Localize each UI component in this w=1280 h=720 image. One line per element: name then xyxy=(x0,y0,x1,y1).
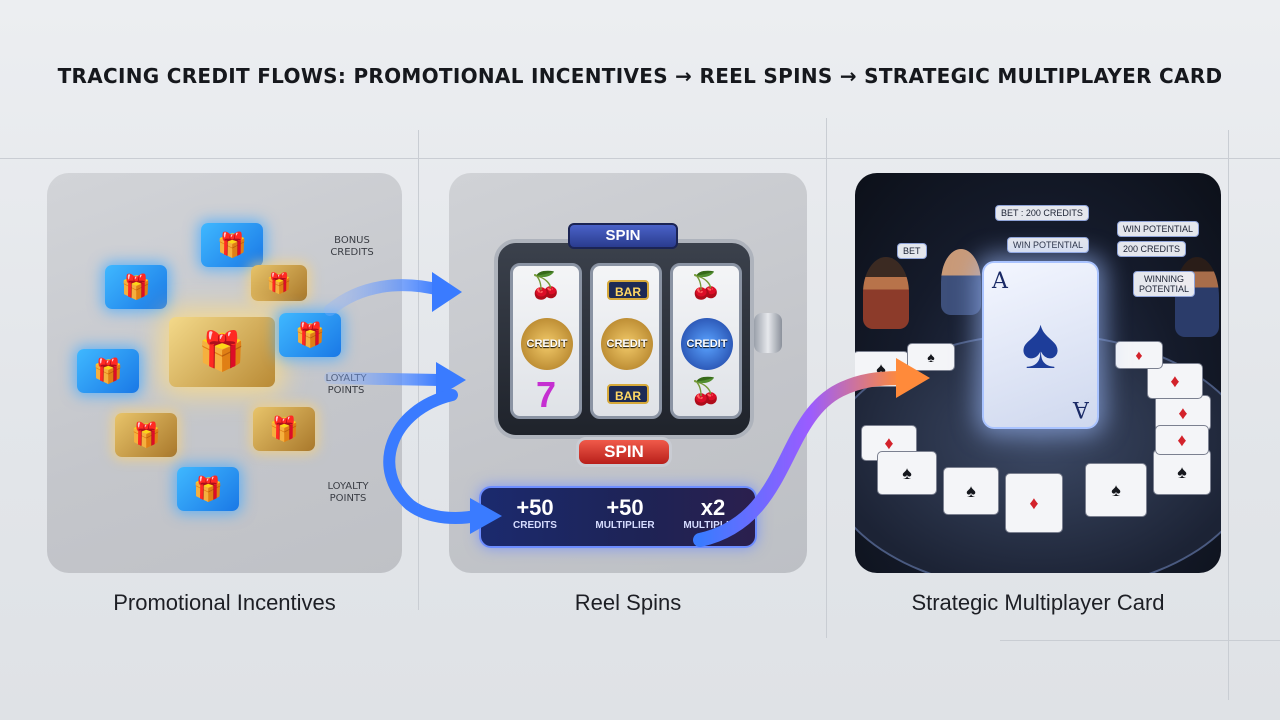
guide-line xyxy=(418,130,419,610)
guide-line xyxy=(826,118,827,638)
label-line: LOYALTY xyxy=(325,373,367,384)
player-avatar xyxy=(1175,257,1219,337)
win-potential-hud: WIN POTENTIAL xyxy=(1007,237,1090,253)
cherry-icon: 🍒 xyxy=(529,270,563,300)
bonus-multiplier-item: x2 MULTIPLIER xyxy=(673,495,753,532)
gift-ticket-icon: 🎁 xyxy=(105,265,167,309)
slot-machine: 🍒 CREDIT 7 BAR CREDIT BAR 🍒 CREDIT 🍒 xyxy=(494,239,754,439)
cherry-icon: 🍒 xyxy=(689,270,723,300)
gift-ticket-icon: 🎁 xyxy=(77,349,139,393)
hud-line: POTENTIAL xyxy=(1139,284,1190,294)
gift-ticket-icon: 🎁 xyxy=(251,265,307,301)
reel: 🍒 CREDIT 7 xyxy=(510,263,582,419)
guide-line xyxy=(0,158,1280,159)
cherry-icon: 🍒 xyxy=(689,376,723,406)
credit-coin: CREDIT xyxy=(601,318,653,370)
seven-symbol: 7 xyxy=(535,374,557,415)
bonus-value: x2 xyxy=(700,495,726,520)
strategic-multiplayer-card-panel: BET : 200 CREDITS WIN POTENTIAL BET WIN … xyxy=(855,173,1221,573)
ace-of-spades-card: A ♠ A xyxy=(982,261,1099,429)
playing-card: ♦ xyxy=(1147,363,1203,399)
loyalty-points-label: LOYALTY POINTS xyxy=(313,481,383,505)
bar-symbol: BAR xyxy=(607,280,649,300)
spin-header: SPIN xyxy=(568,223,678,249)
guide-line xyxy=(1000,640,1280,641)
bonus-value: +50 xyxy=(606,495,644,520)
bonus-credits-item: +50 CREDITS xyxy=(505,495,565,532)
guide-line xyxy=(1228,130,1229,700)
gift-ticket-icon: 🎁 xyxy=(115,413,177,457)
bonus-strip: +50 CREDITS +50 MULTIPLIER x2 MULTIPLIER xyxy=(479,486,757,548)
reel: 🍒 CREDIT 🍒 xyxy=(670,263,742,419)
spin-button[interactable]: SPIN xyxy=(576,437,672,467)
playing-card: ♦ xyxy=(1155,425,1209,455)
credits-hud: 200 CREDITS xyxy=(1117,241,1187,257)
gift-ticket-icon: 🎁 xyxy=(279,313,341,357)
playing-card: ♠ xyxy=(907,343,955,371)
bet-hud: BET xyxy=(897,243,927,259)
panel-caption-multiplayer: Strategic Multiplayer Card xyxy=(911,590,1165,615)
lever-icon xyxy=(754,313,782,353)
bonus-label: CREDITS xyxy=(513,520,557,531)
bonus-multiplier-item: +50 MULTIPLIER xyxy=(585,495,665,532)
playing-card: ♠ xyxy=(943,467,999,515)
spade-icon: ♠ xyxy=(1021,304,1060,384)
bonus-credits-label: BONUS CREDITS xyxy=(317,235,387,259)
gift-ticket-icon: 🎁 xyxy=(253,407,315,451)
bet-hud: BET : 200 CREDITS xyxy=(995,205,1089,221)
reel-spins-panel: 🍒 CREDIT 7 BAR CREDIT BAR 🍒 CREDIT 🍒 SPI… xyxy=(449,173,807,573)
player-avatar xyxy=(863,257,909,329)
playing-card: ♠ xyxy=(877,451,937,495)
playing-card: ♠ xyxy=(855,351,909,387)
player-avatar xyxy=(941,249,981,315)
page-title: TRACING CREDIT FLOWS: PROMOTIONAL INCENT… xyxy=(57,64,1223,88)
credit-coin: CREDIT xyxy=(681,318,733,370)
label-line: LOYALTY xyxy=(327,481,369,492)
panel-caption-promotional: Promotional Incentives xyxy=(113,590,336,615)
promotional-incentives-panel: 🎁 🎁 🎁 🎁 🎁 🎁 🎁 🎁 🎁 BONUS CREDITS LOYALTY … xyxy=(47,173,402,573)
gift-ticket-icon: 🎁 xyxy=(177,467,239,511)
gift-ticket-icon: 🎁 xyxy=(169,317,275,387)
loyalty-points-label: LOYALTY POINTS xyxy=(311,373,381,397)
card-rank: A xyxy=(1073,396,1089,421)
playing-card: ♦ xyxy=(1005,473,1063,533)
playing-card: ♦ xyxy=(1115,341,1163,369)
label-line: POINTS xyxy=(327,385,365,396)
label-line: POINTS xyxy=(329,493,367,504)
gift-ticket-icon: 🎁 xyxy=(201,223,263,267)
bonus-label: MULTIPLIER xyxy=(595,520,655,531)
win-potential-hud: WIN POTENTIAL xyxy=(1117,221,1200,237)
playing-card: ♠ xyxy=(1153,449,1211,495)
bonus-value: +50 xyxy=(516,495,554,520)
bonus-label: MULTIPLIER xyxy=(683,520,743,531)
label-line: BONUS xyxy=(334,235,370,246)
bar-symbol: BAR xyxy=(607,384,649,404)
reel: BAR CREDIT BAR xyxy=(590,263,662,419)
label-line: CREDITS xyxy=(330,247,374,258)
credit-coin: CREDIT xyxy=(521,318,573,370)
potential-hud: WINNING POTENTIAL xyxy=(1133,271,1196,297)
card-rank: A xyxy=(992,269,1008,294)
playing-card: ♠ xyxy=(1085,463,1147,517)
hud-line: WINNING xyxy=(1144,274,1184,284)
panel-caption-reel-spins: Reel Spins xyxy=(574,590,682,615)
